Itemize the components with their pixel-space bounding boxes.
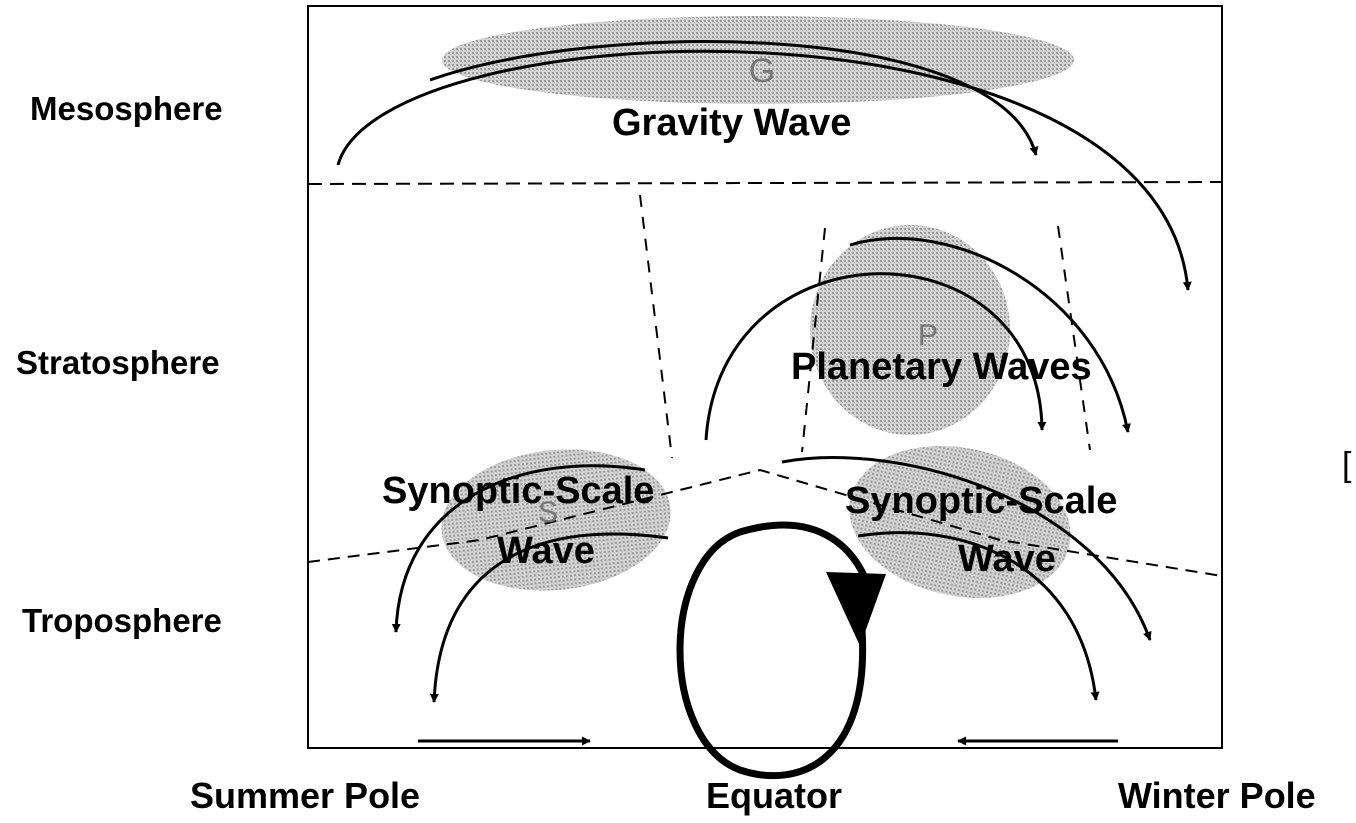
synoptic-wave-left-label-line2: Wave bbox=[497, 530, 595, 572]
mesosphere-stratosphere-boundary bbox=[307, 181, 1223, 185]
synoptic-wave-right-region bbox=[849, 445, 1071, 599]
synoptic-arrow-right-inner bbox=[857, 531, 1100, 701]
planetary-wave-arrow-inner bbox=[704, 272, 1047, 441]
gravity-wave-letter: G bbox=[749, 52, 775, 90]
layer-label-troposphere: Troposphere bbox=[22, 602, 222, 639]
synoptic-arrow-left-inner bbox=[429, 532, 669, 703]
hadley-cell-arrowhead bbox=[826, 572, 886, 646]
synoptic-wave-left-label-line1: Synoptic-Scale bbox=[382, 470, 655, 512]
planetary-waves-label: Planetary Waves bbox=[791, 346, 1092, 388]
layer-label-mesosphere: Mesosphere bbox=[30, 90, 223, 127]
layer-label-stratosphere: Stratosphere bbox=[16, 344, 220, 381]
summer-pole-label: Summer Pole bbox=[190, 775, 421, 816]
dashed-guide bbox=[1057, 225, 1091, 451]
dashed-guide bbox=[801, 227, 826, 453]
equator-label: Equator bbox=[706, 775, 843, 816]
planetary-wave-arrow-outer bbox=[849, 236, 1131, 433]
gravity-wave-label: Gravity Wave bbox=[612, 102, 852, 144]
dashed-guide bbox=[639, 194, 673, 459]
gravity-wave-arrow-short bbox=[429, 40, 1039, 156]
hadley-cell-loop bbox=[676, 521, 876, 780]
synoptic-wave-right-label-line2: Wave bbox=[958, 538, 1056, 580]
diagram-frame bbox=[307, 5, 1223, 749]
edge-bracket-mark: [ bbox=[1342, 446, 1352, 484]
winter-pole-label: Winter Pole bbox=[1118, 775, 1316, 816]
planetary-wave-letter: P bbox=[918, 319, 938, 352]
synoptic-arrow-left-outer bbox=[391, 464, 646, 633]
gravity-wave-arrow-long bbox=[336, 49, 1192, 291]
gravity-wave-region bbox=[442, 16, 1074, 104]
planetary-wave-region bbox=[810, 225, 1010, 435]
synoptic-arrow-right-outer bbox=[781, 456, 1152, 641]
stratosphere-troposphere-boundary bbox=[307, 468, 1223, 577]
synoptic-wave-right-label-line1: Synoptic-Scale bbox=[845, 480, 1118, 522]
synoptic-wave-letter: S bbox=[538, 496, 558, 529]
